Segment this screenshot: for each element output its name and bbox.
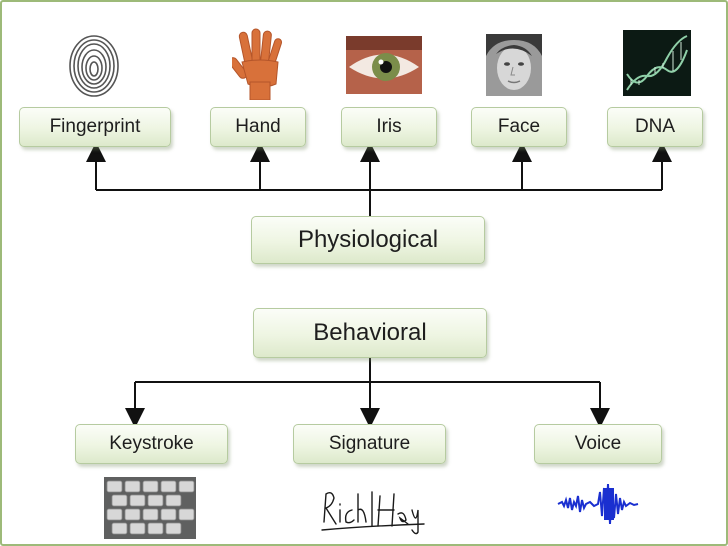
voice-box: Voice [534,424,662,464]
signature-label: Signature [328,433,411,454]
physiological-category-box: Physiological [251,216,485,264]
behavioral-label: Behavioral [313,319,427,346]
keystroke-box: Keystroke [75,424,228,464]
keystroke-label: Keystroke [109,433,194,454]
hand-box: Hand [210,107,306,147]
behavioral-category-box: Behavioral [253,308,487,358]
dna-box: DNA [607,107,703,147]
eye-image [346,36,422,94]
iris-label: Iris [376,116,402,137]
voice-label: Voice [574,433,622,454]
voice-waveform-image [556,478,640,530]
handwritten-signature-image [318,480,428,538]
signature-box: Signature [293,424,446,464]
face-photo [486,34,542,96]
keyboard-image [104,477,196,539]
dna-label: DNA [634,116,676,137]
physiological-label: Physiological [297,226,439,253]
iris-box: Iris [341,107,437,147]
dna-helix-image [623,30,691,96]
face-label: Face [497,116,541,137]
fingerprint-box: Fingerprint [19,107,171,147]
hand-image [232,28,283,100]
fingerprint-label: Fingerprint [49,116,141,137]
face-box: Face [471,107,567,147]
hand-label: Hand [235,116,281,137]
fingerprint-image [66,30,122,98]
